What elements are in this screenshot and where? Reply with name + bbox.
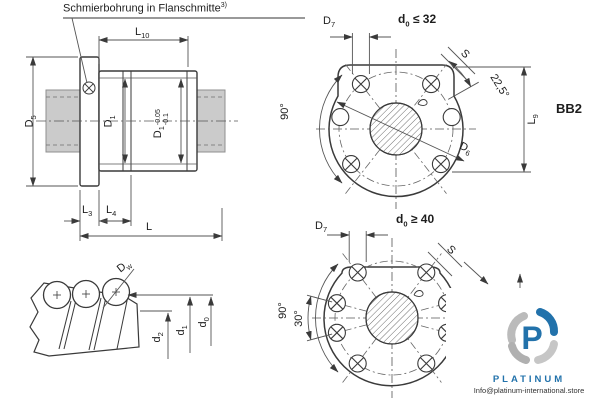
- heading-d0-max-32: d0 ≤ 32: [398, 12, 437, 29]
- dim-label-d2: d2: [150, 332, 165, 343]
- dim-label-d7-large: D7: [315, 220, 328, 235]
- watermark-email: Info@platinum-international.store: [473, 386, 585, 395]
- lubrication-hole-icon: [82, 81, 96, 95]
- dim-label-d1-shaft: d1: [174, 325, 189, 336]
- flange-small-dimensions: [319, 33, 531, 184]
- watermark-brand: PLATINUM: [492, 374, 566, 385]
- dim-label-l3: L3: [82, 204, 93, 219]
- dim-label-l4: L4: [106, 204, 117, 219]
- watermark-panel: P PLATINUM Info@platinum-international.s…: [446, 288, 600, 400]
- heading-d0-min-40: d0 ≥ 40: [396, 212, 435, 229]
- dim-label-l: L: [146, 221, 153, 233]
- platinum-logo-icon: P: [507, 308, 558, 364]
- designation-bb2: BB2: [556, 101, 583, 116]
- dim-label-d7-small: D7: [323, 15, 336, 30]
- dim-label-l10: L10: [135, 26, 150, 41]
- side-view-dimensions: [26, 17, 305, 241]
- ball-detail-dimensions: [102, 268, 214, 359]
- svg-text:P: P: [521, 320, 542, 356]
- side-view: [36, 56, 238, 187]
- ball-screw-detail: [29, 268, 214, 359]
- angle-label-90-small: 90°: [278, 103, 291, 120]
- dim-label-d0-shaft: d0: [196, 317, 211, 328]
- dim-label-d1: D1: [102, 115, 117, 128]
- balls: [42, 277, 131, 310]
- lubrication-note: Schmierbohrung in Flanschmitte3): [63, 2, 227, 15]
- flange-section: [79, 56, 100, 187]
- flange-large-dimensions: [305, 231, 523, 373]
- dim-label-d5: D5: [23, 115, 38, 128]
- angle-label-90-large: 90°: [276, 302, 289, 319]
- dim-label-d1-tolerance: D1-0.05-0.1: [151, 109, 170, 139]
- angle-label-30: 30°: [292, 310, 305, 327]
- dim-label-l9: L9: [525, 114, 540, 125]
